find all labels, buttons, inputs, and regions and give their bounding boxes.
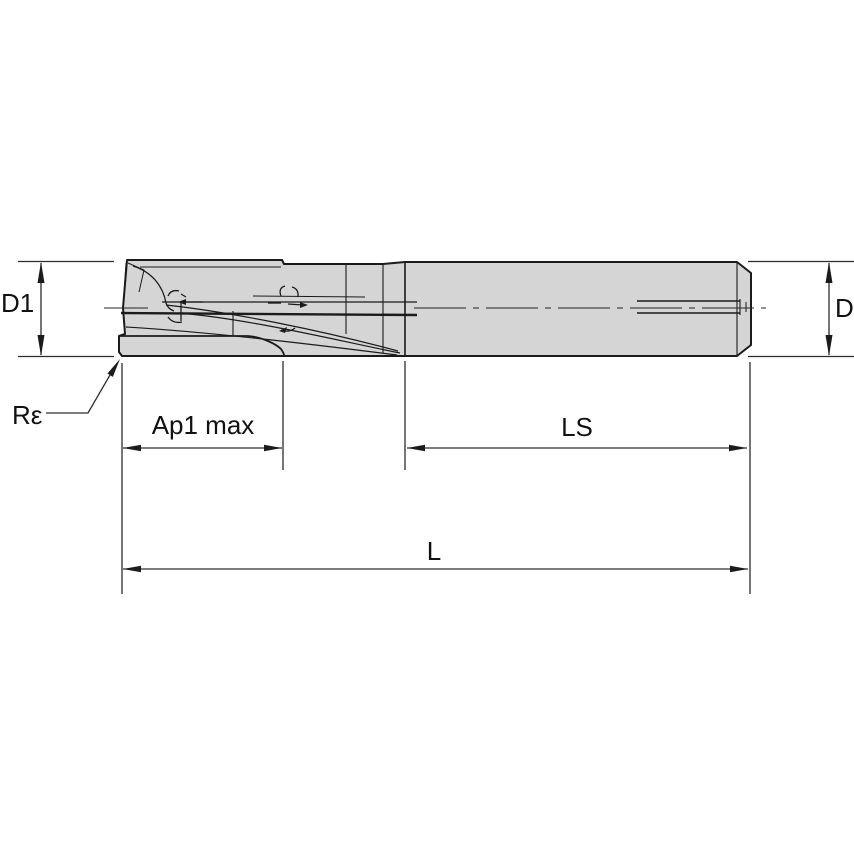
ap1-label: Ap1 max bbox=[152, 410, 255, 440]
dimension-d: D bbox=[748, 260, 854, 358]
front-insert-edge bbox=[127, 262, 145, 293]
core-line-thick bbox=[120, 311, 418, 317]
dimension-ls: LS bbox=[404, 361, 747, 470]
dimension-l: L bbox=[121, 362, 751, 594]
lower-insert-edge bbox=[119, 335, 285, 356]
re-label: Rε bbox=[12, 400, 43, 430]
flute-curve-1 bbox=[165, 304, 399, 352]
d1-label: D1 bbox=[1, 288, 34, 318]
dimension-ap1-max: Ap1 max bbox=[123, 361, 284, 470]
chip-mark-arrow-lower bbox=[279, 327, 287, 333]
d-label: D bbox=[835, 293, 854, 323]
l-label: L bbox=[427, 536, 441, 566]
re-leader-arrow bbox=[107, 359, 120, 377]
flute-curve-3 bbox=[125, 326, 398, 356]
d1-arrow-up bbox=[37, 262, 45, 283]
re-leader-line bbox=[46, 374, 111, 414]
tool-detail-lines bbox=[119, 262, 747, 356]
flute-curve-2 bbox=[179, 312, 401, 354]
d1-arrow-down bbox=[37, 335, 45, 356]
front-face-curve bbox=[132, 265, 175, 312]
core-line-top bbox=[252, 295, 366, 298]
chip-mark-arrow-right bbox=[300, 302, 308, 308]
front-inner-face bbox=[122, 262, 127, 310]
d-arrow-up bbox=[825, 262, 833, 283]
chip-edge-marks bbox=[167, 285, 304, 332]
chip-mark-arrow-left bbox=[178, 299, 186, 305]
ls-arrow-left bbox=[407, 444, 425, 452]
l-arrow-left bbox=[123, 565, 141, 573]
ls-label: LS bbox=[561, 412, 593, 442]
tool-body bbox=[104, 259, 766, 357]
dimension-d1: D1 bbox=[1, 260, 114, 358]
d-arrow-down bbox=[825, 335, 833, 356]
callout-corner-radius: Rε bbox=[12, 359, 120, 430]
l-arrow-right bbox=[730, 565, 748, 573]
ap1-arrow-left bbox=[123, 444, 141, 452]
ls-arrow-right bbox=[729, 444, 747, 452]
ap1-arrow-right bbox=[264, 444, 282, 452]
